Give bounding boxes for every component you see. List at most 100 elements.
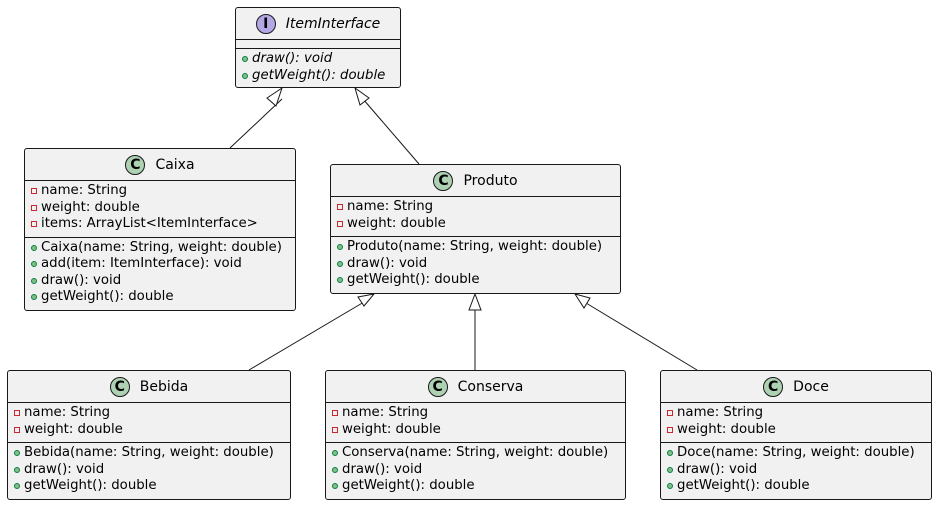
inheritance-arrowhead [573,293,591,309]
fields-section: name: String weight: double [661,403,931,442]
public-marker-icon [242,56,248,63]
method-row: Conserva(name: String, weight: double) [332,445,625,462]
private-marker-icon [667,426,673,433]
edge-doce-to-produto [585,302,698,371]
inheritance-arrowhead [357,293,376,307]
fields-section: name: String weight: double [331,197,620,236]
method-row: draw(): void [332,462,625,479]
methods-section: Bebida(name: String, weight: double) dra… [8,442,290,499]
private-marker-icon [14,410,20,417]
methods-section: Caixa(name: String, weight: double) add(… [25,236,295,310]
interface-badge-icon: I [255,13,276,34]
method-row: Caixa(name: String, weight: double) [31,240,295,257]
class-bebida[interactable]: C Bebida name: String weight: double Beb… [7,370,291,500]
public-marker-icon [332,450,338,457]
public-marker-icon [31,294,37,301]
public-marker-icon [31,277,37,284]
edge-produto-to-iteminterface [362,98,420,165]
method-row: getWeight(): double [31,289,295,306]
field-row: name: String [332,405,625,422]
public-marker-icon [14,466,20,473]
private-marker-icon [31,188,37,195]
class-header: C Conserva [326,371,625,403]
public-marker-icon [14,450,20,457]
methods-section: Produto(name: String, weight: double) dr… [331,236,620,293]
edge-bebida-to-produto [248,301,365,371]
private-marker-icon [332,410,338,417]
method-row: draw(): void [14,462,290,479]
method-row: getWeight(): double [332,478,625,495]
private-marker-icon [332,426,338,433]
private-marker-icon [337,204,343,211]
class-caixa[interactable]: C Caixa name: String weight: double item… [24,148,296,311]
fields-section: name: String weight: double [8,403,290,442]
public-marker-icon [337,260,343,267]
fields-section: name: String weight: double [326,403,625,442]
public-marker-icon [337,277,343,284]
method-row: draw(): void [337,256,620,273]
method-row: Doce(name: String, weight: double) [667,445,931,462]
field-row: weight: double [337,216,620,233]
class-name: Conserva [457,378,524,395]
inheritance-arrowhead [266,86,283,107]
public-marker-icon [332,483,338,490]
field-row: items: ArrayList<ItemInterface> [31,216,295,233]
public-marker-icon [31,244,37,251]
method-row: Bebida(name: String, weight: double) [14,445,290,462]
private-marker-icon [337,220,343,227]
public-marker-icon [332,466,338,473]
class-badge-icon: C [109,376,130,397]
field-row: name: String [667,405,931,422]
class-name: Produto [463,172,518,189]
method-row: getWeight(): double [337,272,620,289]
class-badge-icon: C [427,376,448,397]
class-badge-icon: C [763,376,784,397]
field-row: weight: double [332,422,625,439]
method-row: getWeight(): double [667,478,931,495]
field-row: weight: double [31,200,295,217]
method-row: draw(): void [667,462,931,479]
public-marker-icon [667,483,673,490]
methods-section: Doce(name: String, weight: double) draw(… [661,442,931,499]
class-name: Bebida [139,378,189,395]
method-row: add(item: ItemInterface): void [31,256,295,273]
method-row: draw(): void [242,51,400,68]
field-row: name: String [31,183,295,200]
public-marker-icon [667,450,673,457]
class-produto[interactable]: C Produto name: String weight: double Pr… [330,164,621,294]
field-row: name: String [337,199,620,216]
class-header: C Bebida [8,371,290,403]
fields-section: name: String weight: double items: Array… [25,181,295,237]
private-marker-icon [31,204,37,211]
public-marker-icon [31,261,37,268]
fields-section [236,40,400,48]
interface-iteminterface[interactable]: I ItemInterface draw(): void getWeight()… [235,7,401,88]
methods-section: draw(): void getWeight(): double [236,48,400,88]
public-marker-icon [242,72,248,79]
method-row: getWeight(): double [242,68,400,85]
inheritance-arrowhead [354,86,370,106]
private-marker-icon [667,410,673,417]
public-marker-icon [667,466,673,473]
public-marker-icon [14,483,20,490]
inheritance-arrowhead [468,292,482,311]
class-doce[interactable]: C Doce name: String weight: double Doce(… [660,370,932,500]
class-header: I ItemInterface [236,8,400,40]
public-marker-icon [337,244,343,251]
field-row: weight: double [14,422,290,439]
class-conserva[interactable]: C Conserva name: String weight: double C… [325,370,626,500]
edge-caixa-to-iteminterface [229,98,283,149]
methods-section: Conserva(name: String, weight: double) d… [326,442,625,499]
private-marker-icon [31,221,37,228]
method-row: Produto(name: String, weight: double) [337,239,620,256]
method-row: getWeight(): double [14,478,290,495]
class-name: Caixa [155,156,195,173]
class-badge-icon: C [125,154,146,175]
field-row: name: String [14,405,290,422]
class-name: ItemInterface [285,15,381,32]
class-badge-icon: C [433,170,454,191]
private-marker-icon [14,426,20,433]
class-header: C Caixa [25,149,295,181]
field-row: weight: double [667,422,931,439]
